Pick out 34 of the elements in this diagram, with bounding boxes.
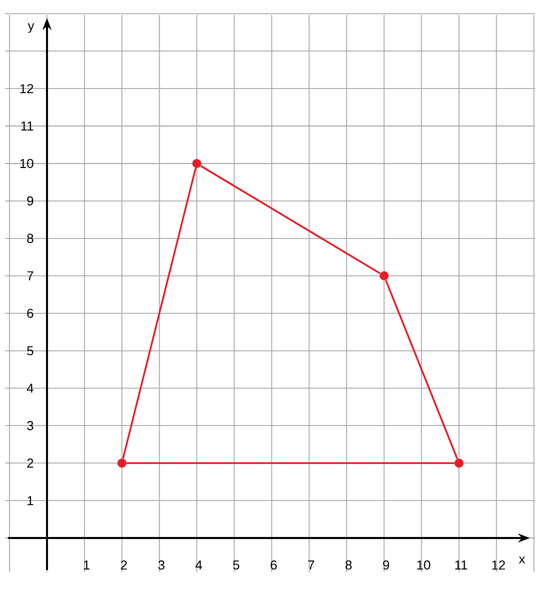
tick-label: 11 (455, 560, 468, 570)
tick-label: 9 (383, 560, 390, 570)
point (380, 271, 389, 280)
tick-label: 8 (346, 560, 352, 570)
line-segment (126, 462, 454, 464)
tick-label: 1 (84, 560, 90, 570)
tick-label: 12 (492, 560, 505, 570)
tick-label: 4 (26, 384, 34, 393)
tick-label: 10 (20, 158, 34, 168)
line-segment (122, 168, 197, 459)
tick-label: 4 (195, 560, 202, 570)
tick-label: 2 (27, 458, 34, 468)
tick-label: 8 (27, 234, 34, 243)
tick-label: 3 (158, 560, 164, 570)
axis-label: y (28, 23, 34, 33)
line-segment (385, 280, 458, 460)
tick-label: 9 (27, 196, 34, 206)
tick-label: 6 (27, 308, 34, 318)
tick-label: 7 (27, 271, 34, 280)
tick-label: 3 (27, 421, 34, 430)
tick-label: 6 (270, 560, 277, 570)
tick-label: 10 (417, 560, 430, 570)
point (192, 159, 202, 168)
tick-label: 5 (27, 346, 34, 356)
tick-label: 7 (308, 560, 314, 570)
tick-label: 1 (28, 496, 34, 506)
line-segment (200, 165, 381, 274)
axis-label: x (518, 556, 526, 564)
point (117, 458, 126, 468)
point (454, 458, 464, 468)
tick-label: 12 (20, 84, 34, 94)
tick-label: 11 (21, 122, 34, 130)
tick-label: 5 (233, 560, 240, 570)
tick-label: 2 (120, 560, 127, 570)
